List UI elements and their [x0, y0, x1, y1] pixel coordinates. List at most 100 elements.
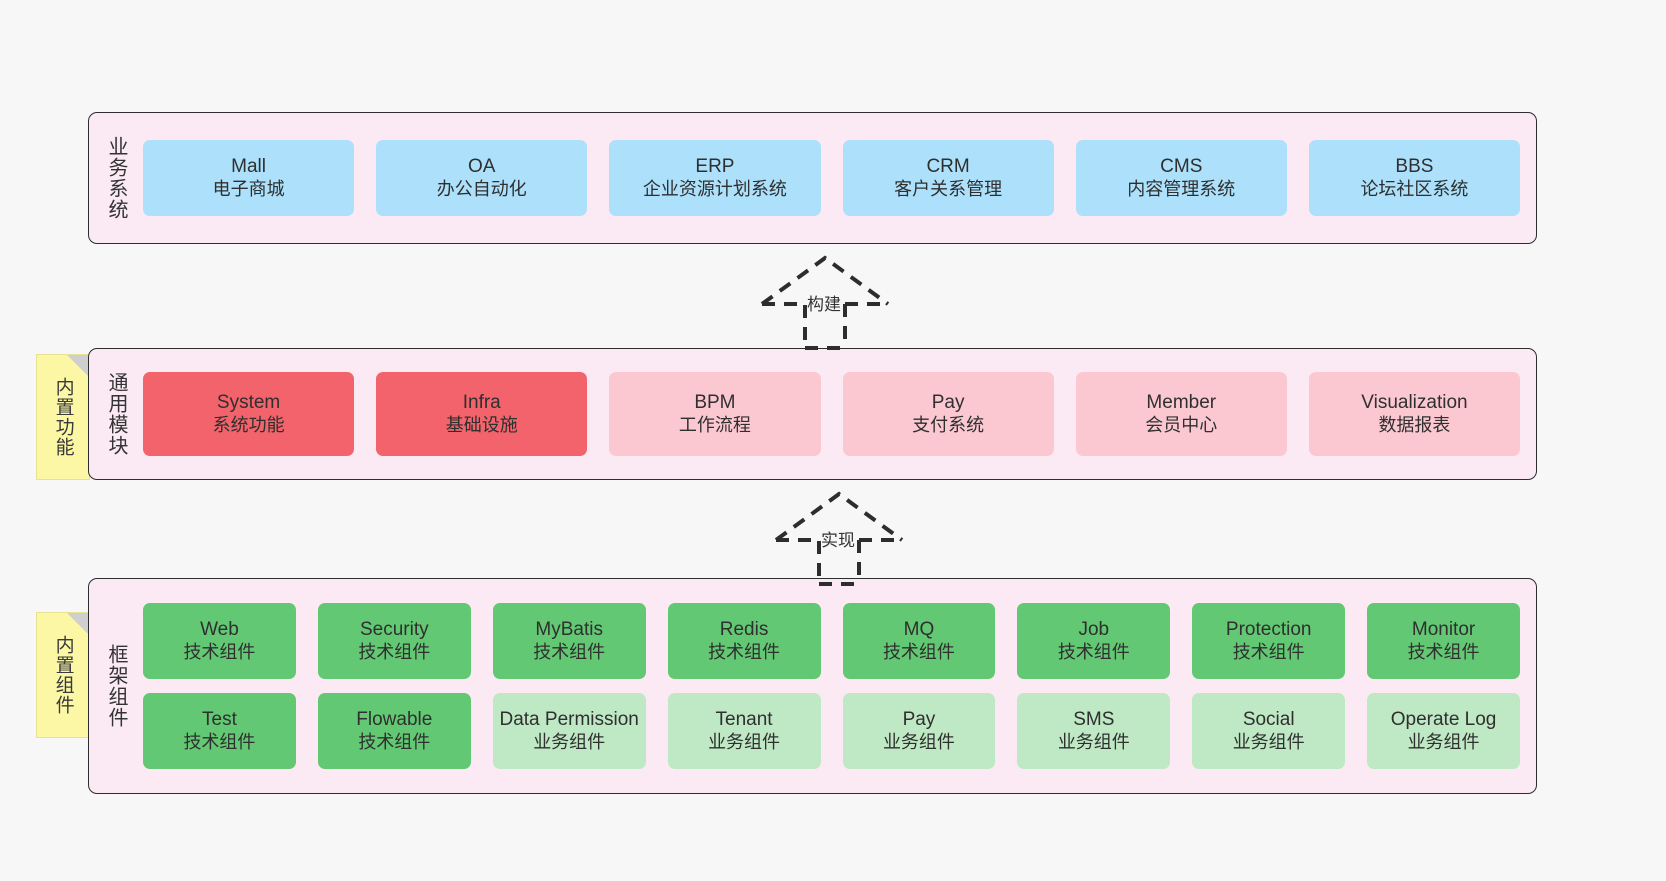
card-protection-subtitle: 技术组件 [1232, 641, 1305, 662]
card-monitor-subtitle: 技术组件 [1407, 641, 1480, 662]
card-web[interactable]: Web 技术组件 [143, 603, 296, 679]
layer-framework-components-title: 框架组件 [89, 579, 143, 793]
card-protection[interactable]: Protection 技术组件 [1192, 603, 1346, 679]
card-bpm-title: BPM [694, 392, 736, 414]
layer-business-systems-title: 业务系统 [89, 113, 143, 243]
builtin-features-note-label: 内置功能 [52, 377, 74, 457]
card-pay-component[interactable]: Pay 业务组件 [842, 693, 996, 769]
business-systems-row: Mall 电子商城 OA 办公自动化 ERP 企业资源计划系统 CRM 客户关系… [143, 140, 1521, 216]
card-mall[interactable]: Mall 电子商城 [143, 140, 355, 216]
card-mall-title: Mall [231, 156, 266, 178]
card-sms-title: SMS [1073, 709, 1115, 731]
card-social-subtitle: 业务组件 [1232, 731, 1305, 752]
card-erp-title: ERP [695, 156, 735, 178]
connector-implement: 实现 [764, 488, 934, 588]
card-mybatis[interactable]: MyBatis 技术组件 [492, 603, 646, 679]
note-fold-corner-icon [67, 355, 89, 377]
framework-components-row-tech: Web 技术组件 Security 技术组件 MyBatis 技术组件 Redi… [143, 603, 1520, 679]
card-member-subtitle: 会员中心 [1145, 414, 1218, 435]
card-test[interactable]: Test 技术组件 [143, 693, 296, 769]
card-web-subtitle: 技术组件 [183, 641, 256, 662]
card-redis-title: Redis [719, 619, 769, 641]
card-member-title: Member [1146, 392, 1217, 414]
card-bpm-subtitle: 工作流程 [678, 414, 751, 435]
card-infra-subtitle: 基础设施 [445, 414, 518, 435]
implement-arrow-icon [774, 491, 904, 586]
layer-common-modules: 通用模块 System 系统功能 Infra 基础设施 BPM 工作流程 Pay [88, 348, 1537, 480]
card-redis[interactable]: Redis 技术组件 [667, 603, 821, 679]
layer-business-systems: 业务系统 Mall 电子商城 OA 办公自动化 ERP 企业资源计划系统 CRM [88, 112, 1537, 244]
card-system[interactable]: System 系统功能 [143, 372, 355, 456]
card-oa-title: OA [468, 156, 496, 178]
card-system-title: System [216, 392, 281, 414]
card-monitor-title: Monitor [1411, 619, 1476, 641]
card-oa[interactable]: OA 办公自动化 [376, 140, 588, 216]
card-data-permission-title: Data Permission [499, 709, 639, 731]
card-job[interactable]: Job 技术组件 [1017, 603, 1171, 679]
card-sms-subtitle: 业务组件 [1057, 731, 1130, 752]
card-job-subtitle: 技术组件 [1057, 641, 1130, 662]
card-mybatis-subtitle: 技术组件 [533, 641, 606, 662]
layer-common-modules-body: System 系统功能 Infra 基础设施 BPM 工作流程 Pay 支付系统… [143, 349, 1536, 479]
card-operate-log[interactable]: Operate Log 业务组件 [1367, 693, 1520, 769]
layer-framework-components-title-text: 框架组件 [105, 644, 127, 728]
card-crm[interactable]: CRM 客户关系管理 [842, 140, 1054, 216]
card-mybatis-title: MyBatis [535, 619, 603, 641]
card-infra-title: Infra [462, 392, 501, 414]
card-social-title: Social [1242, 709, 1295, 731]
card-pay-component-title: Pay [902, 709, 936, 731]
card-cms-subtitle: 内容管理系统 [1127, 178, 1236, 199]
framework-components-row-biz: Test 技术组件 Flowable 技术组件 Data Permission … [143, 693, 1520, 769]
card-mq-title: MQ [903, 619, 935, 641]
card-test-subtitle: 技术组件 [183, 731, 256, 752]
card-bbs-subtitle: 论坛社区系统 [1360, 178, 1469, 199]
card-erp-subtitle: 企业资源计划系统 [642, 178, 787, 199]
card-mq-subtitle: 技术组件 [882, 641, 955, 662]
card-security-subtitle: 技术组件 [358, 641, 431, 662]
card-pay-subtitle: 支付系统 [912, 414, 985, 435]
card-erp[interactable]: ERP 企业资源计划系统 [609, 140, 821, 216]
card-visualization-subtitle: 数据报表 [1378, 414, 1451, 435]
card-test-title: Test [202, 709, 237, 731]
card-tenant-title: Tenant [715, 709, 773, 731]
builtin-components-note-label: 内置组件 [52, 635, 74, 715]
card-sms[interactable]: SMS 业务组件 [1017, 693, 1171, 769]
layer-business-systems-body: Mall 电子商城 OA 办公自动化 ERP 企业资源计划系统 CRM 客户关系… [143, 113, 1536, 243]
layer-framework-components: 框架组件 Web 技术组件 Security 技术组件 MyBatis 技术组件… [88, 578, 1537, 794]
card-flowable-subtitle: 技术组件 [358, 731, 431, 752]
card-infra[interactable]: Infra 基础设施 [376, 372, 588, 456]
layer-common-modules-title-text: 通用模块 [105, 372, 127, 456]
builtin-components-note: 内置组件 [36, 612, 90, 738]
card-bpm[interactable]: BPM 工作流程 [609, 372, 821, 456]
card-data-permission-subtitle: 业务组件 [533, 731, 606, 752]
card-social[interactable]: Social 业务组件 [1192, 693, 1346, 769]
card-security[interactable]: Security 技术组件 [317, 603, 471, 679]
card-cms[interactable]: CMS 内容管理系统 [1075, 140, 1287, 216]
card-monitor[interactable]: Monitor 技术组件 [1367, 603, 1520, 679]
card-security-title: Security [359, 619, 429, 641]
card-web-title: Web [200, 619, 239, 641]
card-bbs[interactable]: BBS 论坛社区系统 [1308, 140, 1521, 216]
card-mq[interactable]: MQ 技术组件 [842, 603, 996, 679]
card-operate-log-title: Operate Log [1390, 709, 1497, 731]
builtin-features-note: 内置功能 [36, 354, 90, 480]
card-crm-title: CRM [926, 156, 970, 178]
card-job-title: Job [1078, 619, 1110, 641]
layer-common-modules-title: 通用模块 [89, 349, 143, 479]
card-flowable[interactable]: Flowable 技术组件 [317, 693, 471, 769]
card-cms-title: CMS [1160, 156, 1203, 178]
card-system-subtitle: 系统功能 [212, 414, 285, 435]
layer-framework-components-body: Web 技术组件 Security 技术组件 MyBatis 技术组件 Redi… [143, 579, 1536, 793]
card-tenant[interactable]: Tenant 业务组件 [667, 693, 821, 769]
card-pay[interactable]: Pay 支付系统 [842, 372, 1054, 456]
build-arrow-icon [760, 255, 890, 350]
note-fold-corner-icon [67, 613, 89, 635]
card-crm-subtitle: 客户关系管理 [894, 178, 1003, 199]
card-flowable-title: Flowable [356, 709, 433, 731]
card-data-permission[interactable]: Data Permission 业务组件 [492, 693, 646, 769]
card-operate-log-subtitle: 业务组件 [1407, 731, 1480, 752]
card-member[interactable]: Member 会员中心 [1075, 372, 1287, 456]
card-mall-subtitle: 电子商城 [212, 178, 285, 199]
card-visualization[interactable]: Visualization 数据报表 [1308, 372, 1521, 456]
